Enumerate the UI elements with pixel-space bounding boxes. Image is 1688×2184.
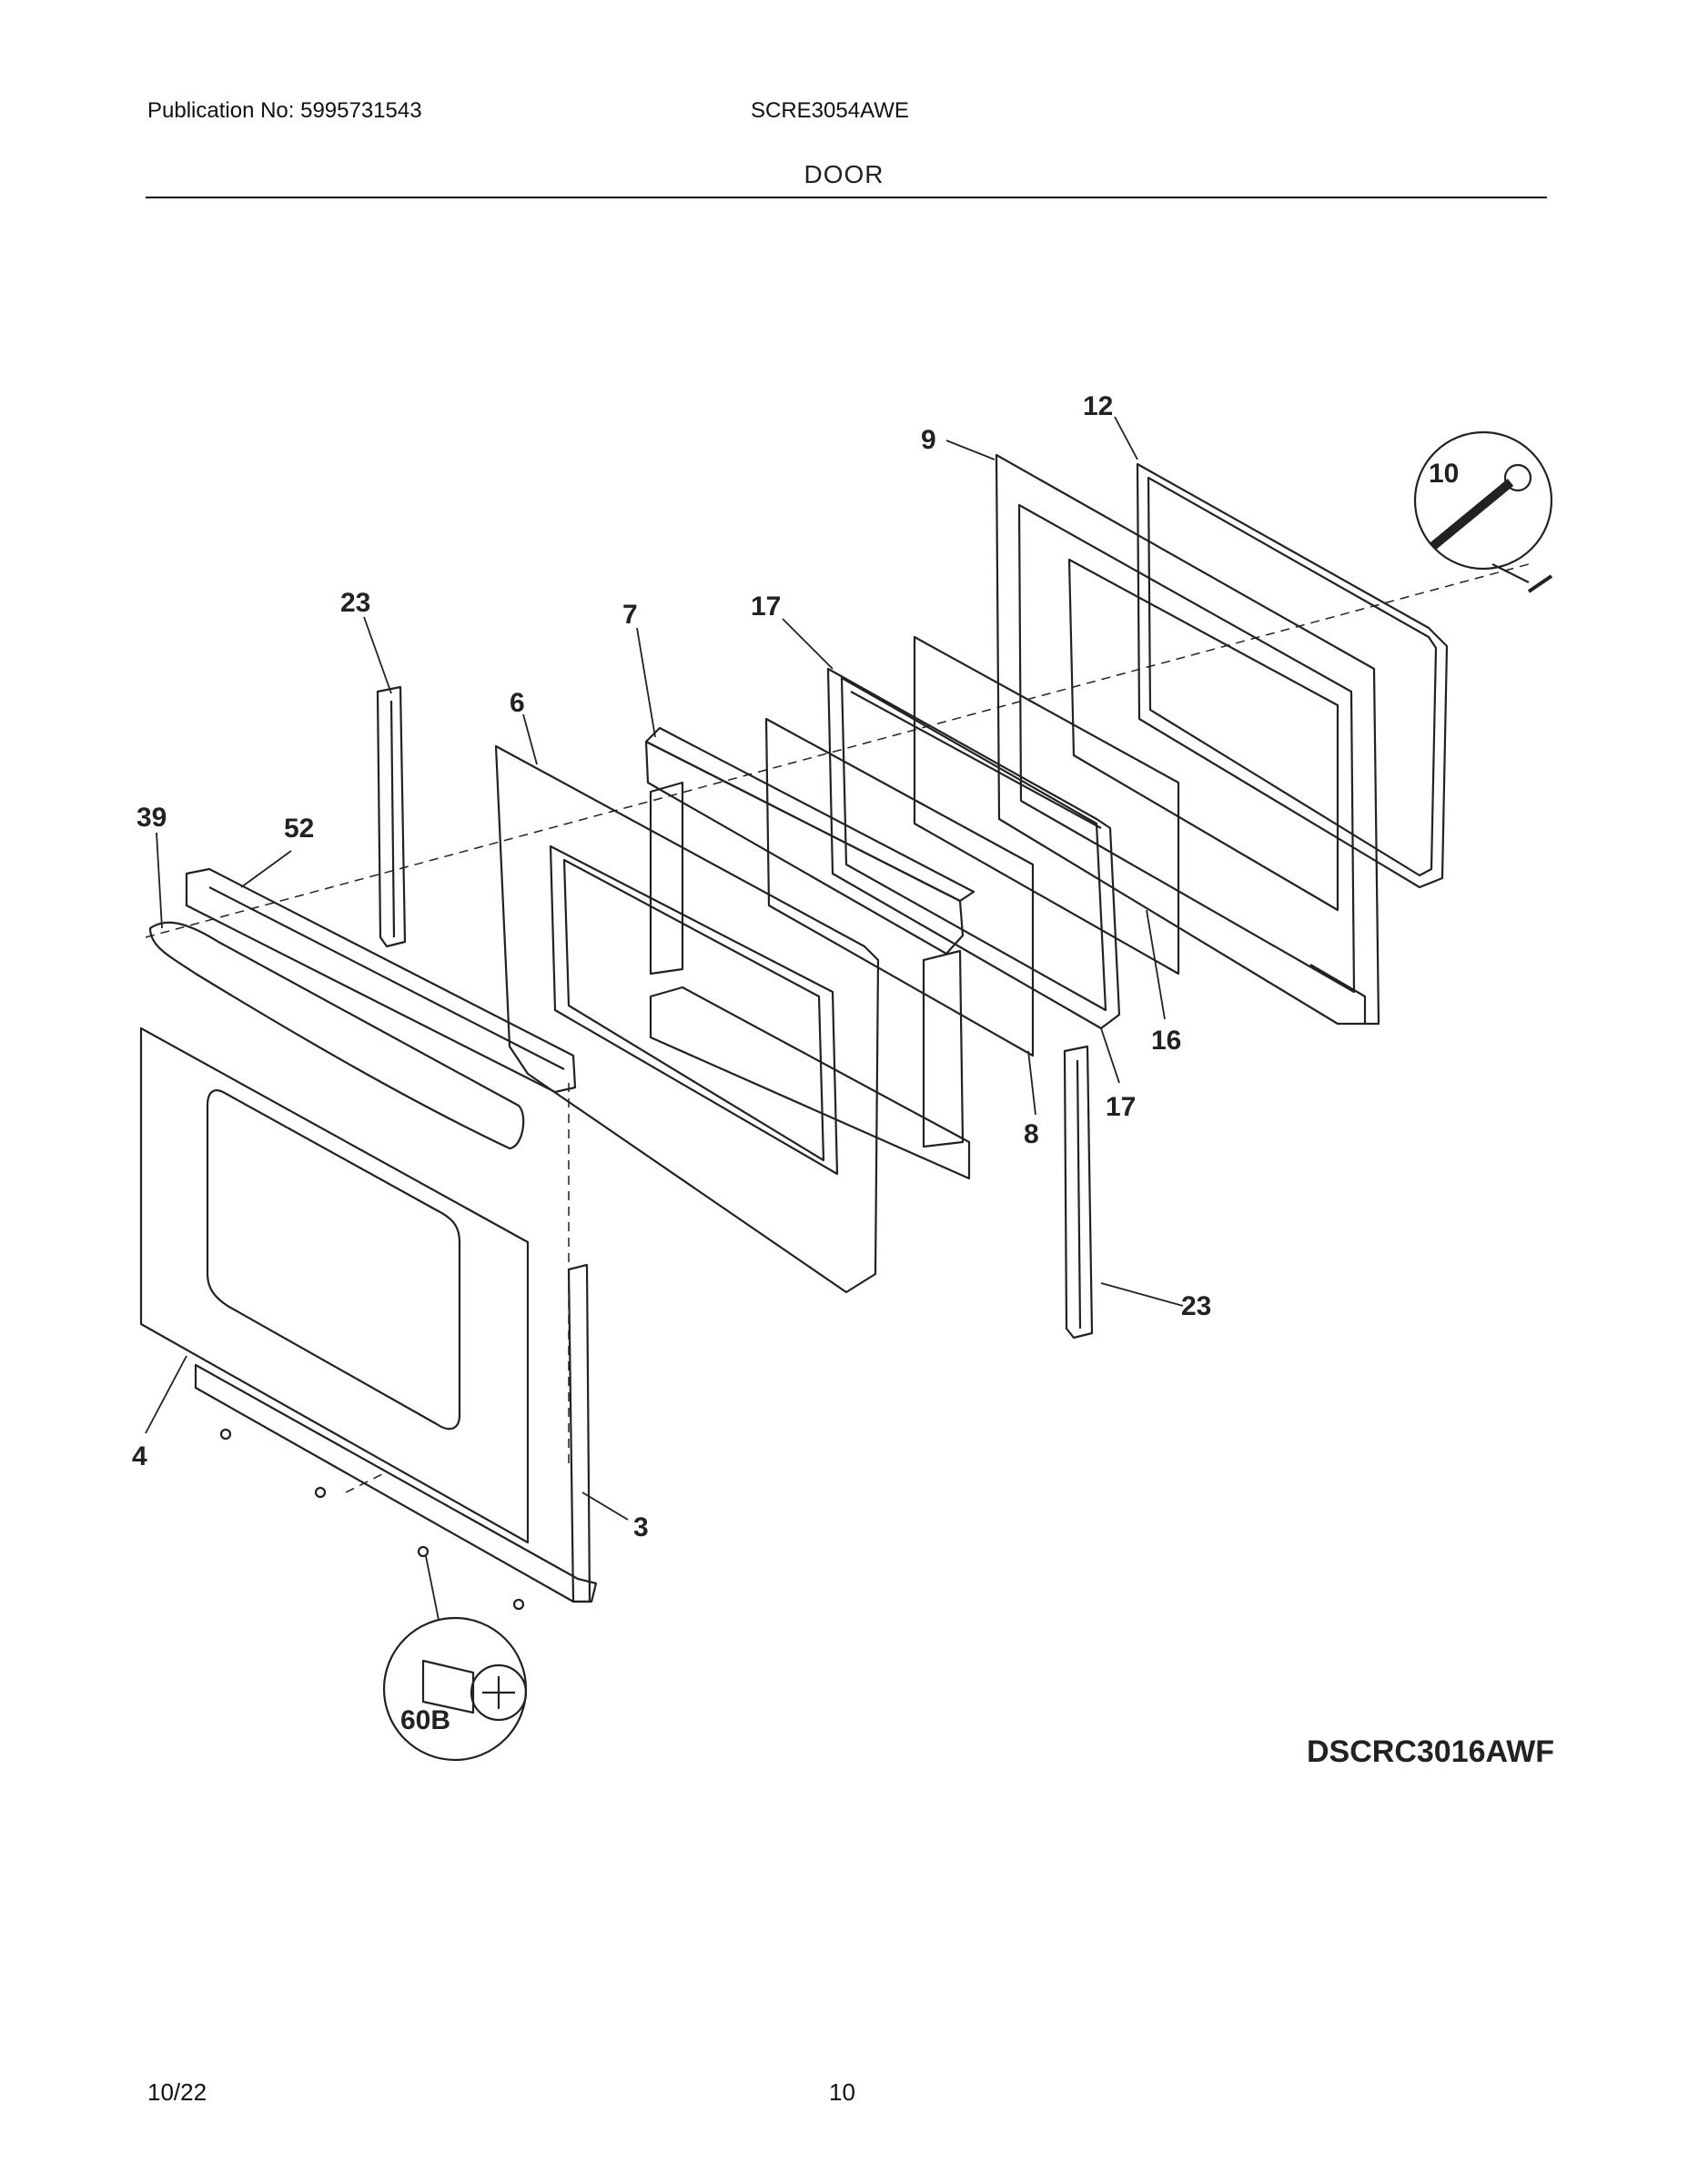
callout-4: 4 [132, 1441, 147, 1471]
callout-6: 6 [510, 688, 525, 718]
publication-number: Publication No: 5995731543 [147, 98, 422, 123]
screw-detail-part-60b [382, 1616, 528, 1762]
door-gasket-part-12 [1136, 462, 1449, 889]
callout-3: 3 [633, 1512, 649, 1542]
glass-panel-part-8 [764, 717, 1035, 1057]
callout-9: 9 [921, 425, 936, 455]
outer-door-glass-part-4 [139, 1026, 530, 1544]
callout-17-top: 17 [751, 592, 781, 622]
callout-16: 16 [1151, 1026, 1181, 1056]
glass-panel-part-16 [913, 635, 1180, 976]
screws [219, 1428, 525, 1611]
callout-39: 39 [136, 803, 167, 833]
assembly-axis-lines [145, 563, 1530, 1493]
callout-23-right: 23 [1181, 1291, 1211, 1321]
page-number: 10 [829, 2078, 855, 2106]
model-number: SCRE3054AWE [751, 98, 909, 123]
door-handle-part-39 [148, 921, 525, 1150]
door-frame-part-3 [194, 1263, 598, 1603]
vent-trim-part-52 [185, 867, 577, 1094]
callout-52: 52 [284, 814, 314, 844]
callout-10: 10 [1429, 459, 1459, 489]
section-title: DOOR [804, 160, 884, 188]
footer-date: 10/22 [147, 2078, 207, 2106]
hinge-part-23-right [1063, 1045, 1094, 1340]
header-rule [146, 197, 1547, 198]
callout-12: 12 [1083, 391, 1113, 421]
callout-60b: 60B [400, 1705, 450, 1735]
screw-detail-part-10 [1413, 430, 1553, 593]
callout-7: 7 [622, 600, 638, 630]
callout-23-left: 23 [340, 588, 370, 618]
inner-door-panel-part-9 [995, 453, 1380, 1026]
insulation-part-7 [644, 726, 975, 1180]
callout-17-bottom: 17 [1106, 1092, 1136, 1122]
leader-lines [145, 416, 1184, 1621]
callout-8: 8 [1024, 1119, 1039, 1149]
diagram-code: DSCRC3016AWF [1307, 1734, 1555, 1769]
hinge-part-23-left [376, 685, 407, 948]
glass-frame-part-17 [826, 667, 1121, 1030]
door-liner-part-6 [494, 744, 880, 1294]
